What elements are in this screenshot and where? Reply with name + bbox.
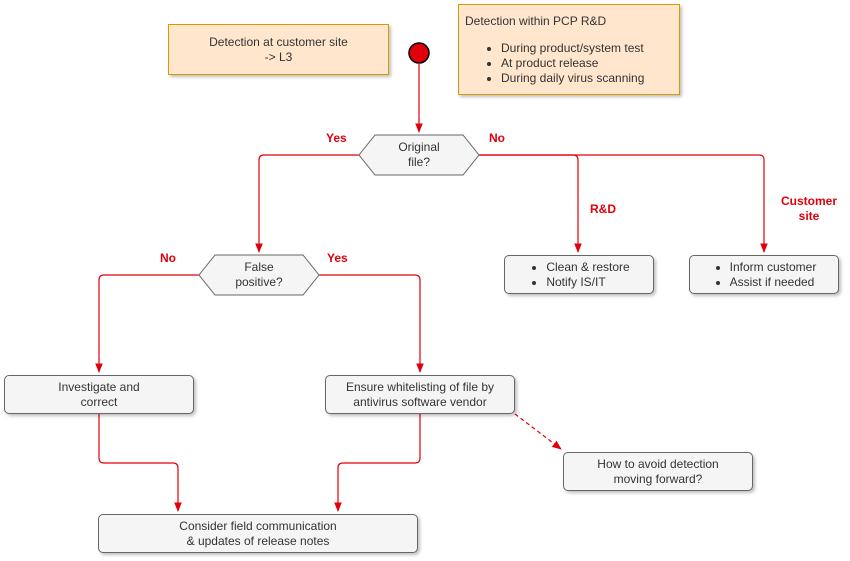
decision-false-positive-text: False positive?: [199, 255, 319, 295]
note-customer-site-line2: -> L3: [264, 49, 293, 64]
action-inform-customer: Inform customer Assist if needed: [689, 255, 839, 294]
note-pcp-rd-item: During daily virus scanning: [501, 71, 644, 86]
decision-original-line2: file?: [407, 155, 430, 169]
edge-whitelist-to-field: [334, 414, 421, 512]
action-inform-customer-item: Assist if needed: [730, 275, 817, 290]
decision-original-line1: Original: [398, 140, 440, 154]
action-field-line1: Consider field communication: [179, 518, 337, 533]
action-investigate-line1: Investigate and: [58, 379, 140, 394]
decision-original-file: [358, 134, 480, 176]
decision-original-file-text: Original file?: [359, 135, 479, 175]
edge-fp-no: [95, 274, 199, 373]
start-node: [408, 42, 430, 64]
action-clean-restore-item: Notify IS/IT: [546, 275, 629, 290]
note-pcp-rd-item: At product release: [501, 56, 644, 71]
edge-fp-yes: [319, 274, 424, 373]
note-pcp-rd-list: During product/system test At product re…: [465, 41, 644, 86]
label-rd: R&D: [590, 202, 616, 216]
edge-original-no-customer: [479, 154, 768, 253]
action-investigate-correct: Investigate and correct: [4, 375, 194, 414]
label-original-yes: Yes: [326, 131, 347, 145]
edge-investigate-to-field: [98, 414, 182, 512]
action-inform-customer-item: Inform customer: [730, 260, 817, 275]
note-pcp-rd-item: During product/system test: [501, 41, 644, 56]
edge-original-no-rd: [479, 154, 582, 253]
action-inform-customer-list: Inform customer Assist if needed: [712, 260, 817, 290]
note-pcp-rd-detection: Detection within PCP R&D During product/…: [458, 4, 680, 95]
note-customer-site-detection: Detection at customer site -> L3: [168, 24, 389, 75]
label-fp-no: No: [160, 251, 176, 265]
action-ensure-whitelisting: Ensure whitelisting of file by antivirus…: [325, 375, 515, 414]
action-field-line2: & updates of release notes: [186, 533, 330, 548]
decision-false-positive: [198, 254, 320, 296]
decision-fp-line1: False: [244, 260, 274, 274]
label-customer-site-line2: site: [798, 209, 820, 223]
note-customer-site-line1: Detection at customer site: [209, 34, 348, 49]
action-investigate-line2: correct: [80, 394, 118, 409]
label-fp-yes: Yes: [327, 251, 348, 265]
action-clean-restore: Clean & restore Notify IS/IT: [504, 255, 654, 294]
action-whitelisting-line1: Ensure whitelisting of file by: [345, 379, 495, 394]
label-customer-site-line1: Customer: [780, 194, 837, 208]
edge-original-yes: [255, 154, 359, 253]
action-avoid-line2: moving forward?: [613, 471, 703, 486]
action-clean-restore-item: Clean & restore: [546, 260, 629, 275]
decision-fp-line2: positive?: [235, 275, 283, 289]
action-clean-restore-list: Clean & restore Notify IS/IT: [528, 260, 629, 290]
label-customer-site: Customer site: [778, 194, 840, 224]
action-whitelisting-line2: antivirus software vendor: [353, 394, 487, 409]
edge-whitelist-to-avoid: [514, 413, 562, 450]
action-avoid-detection: How to avoid detection moving forward?: [563, 452, 753, 491]
action-field-communication: Consider field communication & updates o…: [98, 514, 418, 553]
action-avoid-line1: How to avoid detection: [597, 456, 719, 471]
note-pcp-rd-title: Detection within PCP R&D: [465, 14, 607, 28]
label-original-no: No: [489, 131, 505, 145]
